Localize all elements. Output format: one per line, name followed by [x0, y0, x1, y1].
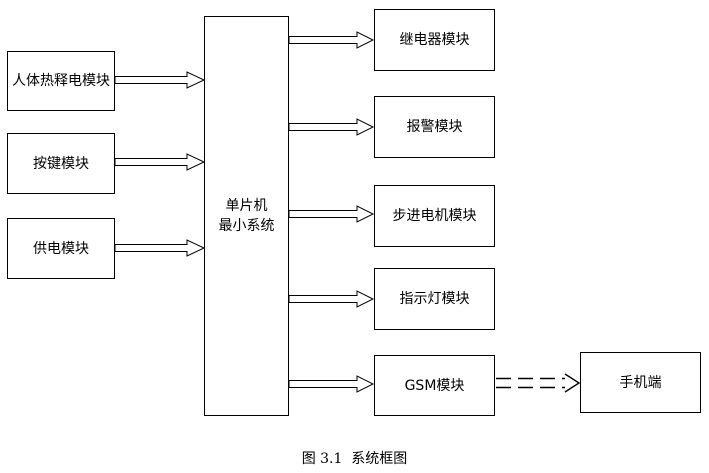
mcu-label-line1: 单片机: [225, 198, 268, 214]
phone-terminal-label: 手机端: [619, 374, 662, 391]
arrow-mcu-to-indicator: [288, 290, 375, 308]
indicator-light-module: 指示灯模块: [374, 268, 495, 330]
power-module: 供电模块: [7, 218, 115, 279]
stepper-motor-module-label: 步进电机模块: [392, 208, 477, 224]
mcu-minimum-system: 单片机 最小系统: [204, 16, 289, 416]
power-module-label: 供电模块: [33, 240, 89, 257]
key-module: 按键模块: [7, 133, 115, 194]
arrow-keys-to-mcu: [114, 153, 206, 171]
gsm-module-label: GSM模块: [404, 377, 465, 394]
key-module-label: 按键模块: [33, 155, 89, 172]
alarm-module: 报警模块: [374, 96, 495, 158]
arrow-mcu-to-stepper: [288, 205, 375, 223]
arrow-mcu-to-relay: [288, 31, 375, 49]
arrow-gsm-to-phone: [496, 373, 581, 393]
mcu-label-line2: 最小系统: [218, 218, 275, 234]
indicator-light-module-label: 指示灯模块: [399, 291, 470, 307]
phone-terminal: 手机端: [580, 352, 701, 413]
alarm-module-label: 报警模块: [406, 119, 463, 135]
stepper-motor-module: 步进电机模块: [374, 185, 495, 247]
arrow-power-to-mcu: [114, 239, 206, 257]
pir-sensor-module: 人体热释电模块: [7, 51, 115, 111]
gsm-module: GSM模块: [374, 355, 495, 416]
pir-sensor-module-label: 人体热释电模块: [12, 73, 110, 89]
relay-module-label: 继电器模块: [399, 32, 470, 48]
figure-caption: 图 3.1 系统框图: [301, 451, 408, 467]
relay-module: 继电器模块: [374, 9, 495, 71]
arrow-mcu-to-gsm: [288, 375, 375, 393]
arrow-pir-to-mcu: [114, 71, 206, 89]
arrow-mcu-to-alarm: [288, 118, 375, 136]
